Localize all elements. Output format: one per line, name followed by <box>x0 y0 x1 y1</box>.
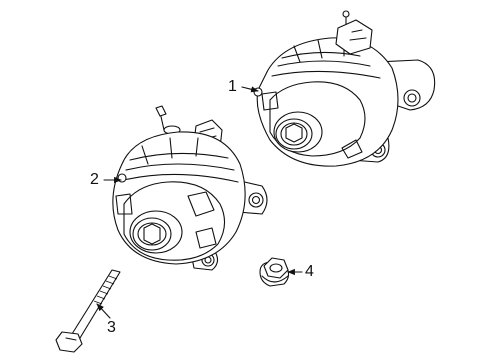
callout-1: 1 <box>228 78 237 95</box>
callout-3: 3 <box>107 319 116 336</box>
alternator-1 <box>253 10 436 167</box>
leader-line-1 <box>241 86 259 93</box>
callout-2: 2 <box>90 171 99 188</box>
bolt-3 <box>55 269 121 353</box>
nut-4 <box>259 257 290 287</box>
callout-4: 4 <box>305 263 314 280</box>
alternator-2 <box>112 105 268 271</box>
leader-line-3 <box>96 303 111 319</box>
leader-lines <box>96 86 303 319</box>
